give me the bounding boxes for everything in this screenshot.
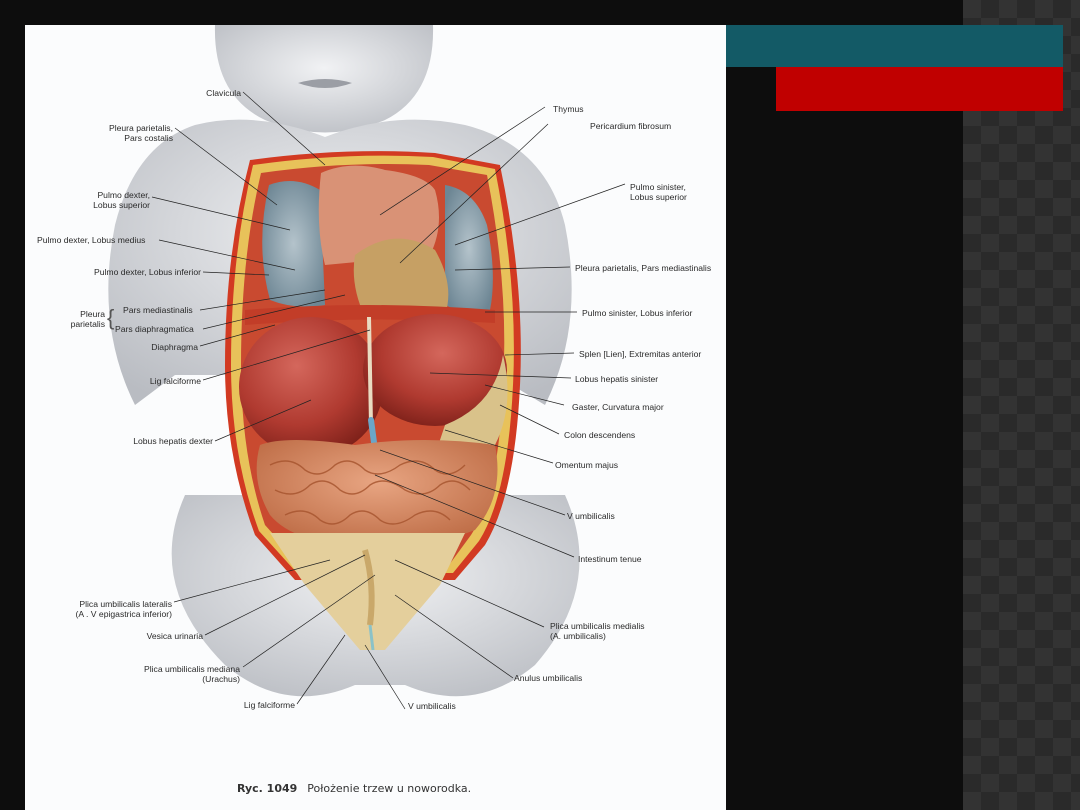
label-pars-mediastinalis: Pars mediastinalis: [123, 305, 193, 315]
label-pericardium-fibrosum: Pericardium fibrosum: [590, 121, 672, 131]
anatomy-illustration: [108, 25, 626, 710]
label-pleura-group: Pleura: [80, 309, 105, 319]
subtitle-bar-red: [776, 67, 1063, 111]
label-plica-umbilicalis-mediana-sub: (Urachus): [202, 674, 240, 684]
caption-number: Ryc. 1049: [237, 782, 298, 795]
label-pleura-group-sub: parietalis: [70, 319, 105, 329]
title-bar-teal: [726, 25, 1063, 67]
label-plica-umbilicalis-medialis-sub: (A. umbilicalis): [550, 631, 606, 641]
label-lig-falciforme: Lig falciforme: [149, 376, 201, 386]
label-v-umbilicalis-lower: V umbilicalis: [408, 701, 456, 711]
label-omentum-majus: Omentum majus: [555, 460, 619, 470]
label-diaphragma: Diaphragma: [151, 342, 198, 352]
label-thymus: Thymus: [553, 104, 584, 114]
label-pleura-mediastinalis: Pleura parietalis, Pars mediastinalis: [575, 263, 712, 273]
brace-icon: {: [107, 305, 115, 330]
label-pulmo-dexter-superior: Pulmo dexter,: [97, 190, 150, 200]
label-pulmo-sinister-inferior: Pulmo sinister, Lobus inferior: [582, 308, 693, 318]
label-pleura-costalis: Pleura parietalis,: [108, 123, 173, 133]
label-lobus-hepatis-sinister: Lobus hepatis sinister: [575, 374, 659, 384]
decorative-pattern-panel: [963, 0, 1080, 810]
label-anulus-umbilicalis: Anulus umbilicalis: [514, 673, 583, 683]
label-lobus-hepatis-dexter: Lobus hepatis dexter: [133, 436, 213, 446]
label-plica-umbilicalis-mediana: Plica umbilicalis mediana: [143, 664, 240, 674]
label-vesica-urinaria: Vesica urinaria: [146, 631, 203, 641]
label-pulmo-sinister-superior-sub: Lobus superior: [630, 192, 687, 202]
label-pulmo-dexter-superior-sub: Lobus superior: [93, 200, 150, 210]
caption-text: Położenie trzew u noworodka.: [307, 782, 472, 795]
anatomy-figure: Clavicula Pleura parietalis, Pars costal…: [25, 25, 726, 810]
label-v-umbilicalis: V umbilicalis: [567, 511, 615, 521]
label-gaster: Gaster, Curvatura major: [572, 402, 664, 412]
label-pars-diaphragmatica: Pars diaphragmatica: [115, 324, 194, 334]
label-plica-umbilicalis-lateralis: Plica umbilicalis lateralis: [79, 599, 172, 609]
label-splen: Splen [Lien], Extremitas anterior: [579, 349, 702, 359]
label-pulmo-dexter-medius: Pulmo dexter, Lobus medius: [37, 235, 146, 245]
figure-caption: Ryc. 1049 Położenie trzew u noworodka.: [237, 782, 471, 795]
label-plica-umbilicalis-medialis: Plica umbilicalis medialis: [550, 621, 645, 631]
label-lig-falciforme-lower: Lig falciforme: [243, 700, 295, 710]
label-colon-descendens: Colon descendens: [564, 430, 636, 440]
label-clavicula: Clavicula: [206, 88, 241, 98]
label-pleura-costalis-sub: Pars costalis: [124, 133, 173, 143]
label-plica-umbilicalis-lateralis-sub: (A . V epigastrica inferior): [75, 609, 172, 619]
label-pulmo-dexter-inferior: Pulmo dexter, Lobus inferior: [93, 267, 201, 277]
label-intestinum-tenue: Intestinum tenue: [578, 554, 642, 564]
label-pulmo-sinister-superior: Pulmo sinister,: [630, 182, 686, 192]
